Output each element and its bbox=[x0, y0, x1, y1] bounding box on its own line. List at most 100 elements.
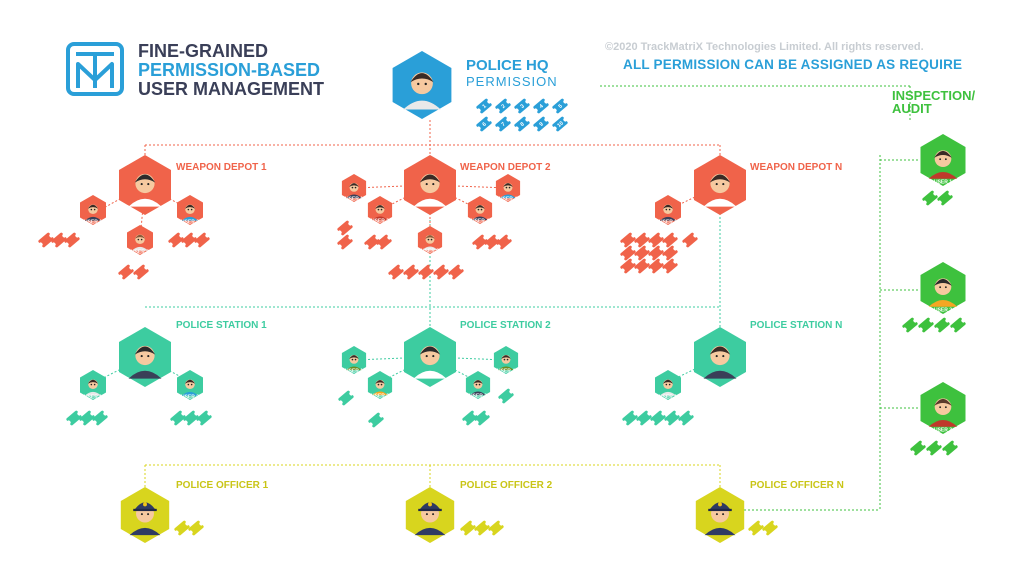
depot-2-user-4: USER 4 bbox=[467, 196, 493, 225]
station-n-ticket-3 bbox=[664, 410, 680, 426]
brand-line-3: USER MANAGEMENT bbox=[138, 79, 325, 99]
audit-user-1-ticket-0 bbox=[922, 190, 938, 206]
officer-1-ticket-0 bbox=[174, 520, 190, 536]
depot-1-u2-ticket-2 bbox=[194, 232, 210, 248]
audit-user-2-label: USER 2 bbox=[934, 307, 952, 313]
connector-lines bbox=[94, 85, 920, 511]
station-n-ticket-2 bbox=[650, 410, 666, 426]
station-2-b-ticket-0 bbox=[368, 412, 384, 428]
audit-user-3-label: USER 3 bbox=[934, 427, 952, 433]
hq-ticket-7: 8 bbox=[514, 116, 530, 132]
depot-2-c-ticket-3 bbox=[433, 264, 449, 280]
depot-2-user-2-label: USER 2 bbox=[371, 219, 389, 225]
station-1-label: POLICE STATION 1 bbox=[176, 320, 267, 331]
hq-avatar bbox=[392, 51, 452, 119]
tm-logo-icon bbox=[66, 42, 124, 96]
depot-n-r0-ticket-2 bbox=[648, 232, 664, 248]
depot-1-u1-ticket-2 bbox=[64, 232, 80, 248]
station-2-user-2-label: USER 2 bbox=[371, 394, 389, 400]
depot-n-r1-ticket-1 bbox=[634, 245, 650, 261]
audit-title-line-1: INSPECTION/ bbox=[892, 88, 976, 103]
officer-1-label: POLICE OFFICER 1 bbox=[176, 480, 269, 491]
depot-n-r0-ticket-1 bbox=[634, 232, 650, 248]
depot-2-b-ticket-1 bbox=[376, 234, 392, 250]
depot-2-user-3-label: USER 3 bbox=[421, 249, 439, 255]
depot-n-user-1: USER 1 bbox=[655, 195, 681, 226]
station-1-u2-ticket-1 bbox=[183, 410, 199, 426]
depot-1-u1-ticket-0 bbox=[38, 232, 54, 248]
hq-ticket-6: 7 bbox=[495, 116, 511, 132]
hq-ticket-0: 1 bbox=[476, 98, 492, 114]
depot-1-user-3-label: USER 3 bbox=[131, 250, 149, 256]
station-1-u2-ticket-0 bbox=[170, 410, 186, 426]
officer-n-ticket-1 bbox=[762, 520, 778, 536]
depot-n-x-ticket-0 bbox=[682, 232, 698, 248]
brand-line-1: FINE-GRAINED bbox=[138, 41, 268, 61]
audit-user-2-ticket-2 bbox=[934, 317, 950, 333]
station-2-a-ticket-0 bbox=[338, 390, 354, 406]
officer-2-ticket-2 bbox=[488, 520, 504, 536]
station-n-user-1-label: USER 1 bbox=[659, 395, 677, 401]
audit-user-2-ticket-1 bbox=[918, 317, 934, 333]
hq-subtitle: PERMISSION bbox=[466, 74, 558, 89]
depot-n-r2-ticket-0 bbox=[620, 258, 636, 274]
officer-2-ticket-0 bbox=[460, 520, 476, 536]
svg-text:5: 5 bbox=[558, 103, 564, 110]
depot-1-avatar bbox=[119, 155, 171, 215]
depot-n-r1-ticket-2 bbox=[648, 245, 664, 261]
hq-ticket-3: 4 bbox=[533, 98, 549, 114]
audit-user-2-ticket-3 bbox=[950, 317, 966, 333]
station-2-d-ticket-0 bbox=[498, 388, 514, 404]
svg-text:1: 1 bbox=[482, 103, 488, 110]
depot-2-c-ticket-4 bbox=[448, 264, 464, 280]
svg-text:6: 6 bbox=[482, 121, 488, 128]
station-1-avatar bbox=[119, 327, 171, 387]
station-n-label: POLICE STATION N bbox=[750, 320, 843, 331]
station-2-label: POLICE STATION 2 bbox=[460, 320, 551, 331]
depot-2-c-ticket-1 bbox=[403, 264, 419, 280]
officer-1-avatar bbox=[120, 487, 170, 543]
depot-n-r2-ticket-3 bbox=[662, 258, 678, 274]
depot-1-user-1-label: USER 1 bbox=[84, 220, 102, 226]
hq-ticket-5: 6 bbox=[476, 116, 492, 132]
station-2-user-4: USER 4 bbox=[493, 346, 519, 375]
station-2-user-3: USER 3 bbox=[465, 371, 491, 400]
depot-2-user-3: USER 3 bbox=[417, 226, 443, 255]
hq-ticket-9: 10 bbox=[552, 116, 568, 132]
depot-2-d-ticket-1 bbox=[484, 234, 500, 250]
station-2-user-1-label: USER 1 bbox=[345, 369, 363, 375]
svg-text:2: 2 bbox=[501, 103, 507, 110]
depot-n-user-1-label: USER 1 bbox=[659, 220, 677, 226]
audit-user-2: USER 2 bbox=[920, 262, 966, 314]
audit-title: INSPECTION/ AUDIT bbox=[892, 89, 975, 115]
depot-2-d-ticket-2 bbox=[496, 234, 512, 250]
officer-2-avatar bbox=[405, 487, 455, 543]
officer-n-avatar bbox=[695, 487, 745, 543]
depot-1-u2-ticket-1 bbox=[181, 232, 197, 248]
audit-user-1: USER 1 bbox=[920, 134, 966, 186]
station-n-user-1: USER 1 bbox=[655, 370, 681, 401]
permission-note: ALL PERMISSION CAN BE ASSIGNED AS REQUIR… bbox=[623, 57, 963, 72]
station-1-u1-ticket-0 bbox=[66, 410, 82, 426]
depot-1-user-2: USER 2 bbox=[177, 195, 203, 226]
depot-2-a-ticket-1 bbox=[337, 234, 353, 250]
station-n-avatar bbox=[694, 327, 746, 387]
hq-title: POLICE HQ bbox=[466, 57, 549, 74]
depot-2-user-5-label: USER 4 bbox=[499, 197, 517, 203]
station-2-c-ticket-0 bbox=[462, 410, 478, 426]
officer-1-ticket-1 bbox=[188, 520, 204, 536]
depot-2-user-5: USER 4 bbox=[495, 174, 521, 203]
audit-user-3: USER 3 bbox=[920, 382, 966, 434]
depot-n-avatar bbox=[694, 155, 746, 215]
depot-2-c-ticket-2 bbox=[418, 264, 434, 280]
depot-n-r0-ticket-3 bbox=[662, 232, 678, 248]
copyright-text: ©2020 TrackMatriX Technologies Limited. … bbox=[605, 41, 924, 53]
station-1-user-1-label: USER 1 bbox=[84, 395, 102, 401]
station-2-user-2: USER 2 bbox=[367, 371, 393, 400]
station-1-user-2-label: USER 2 bbox=[181, 395, 199, 401]
depot-2-avatar bbox=[404, 155, 456, 215]
depot-n-r2-ticket-1 bbox=[634, 258, 650, 274]
station-2-user-1: USER 1 bbox=[341, 346, 367, 375]
